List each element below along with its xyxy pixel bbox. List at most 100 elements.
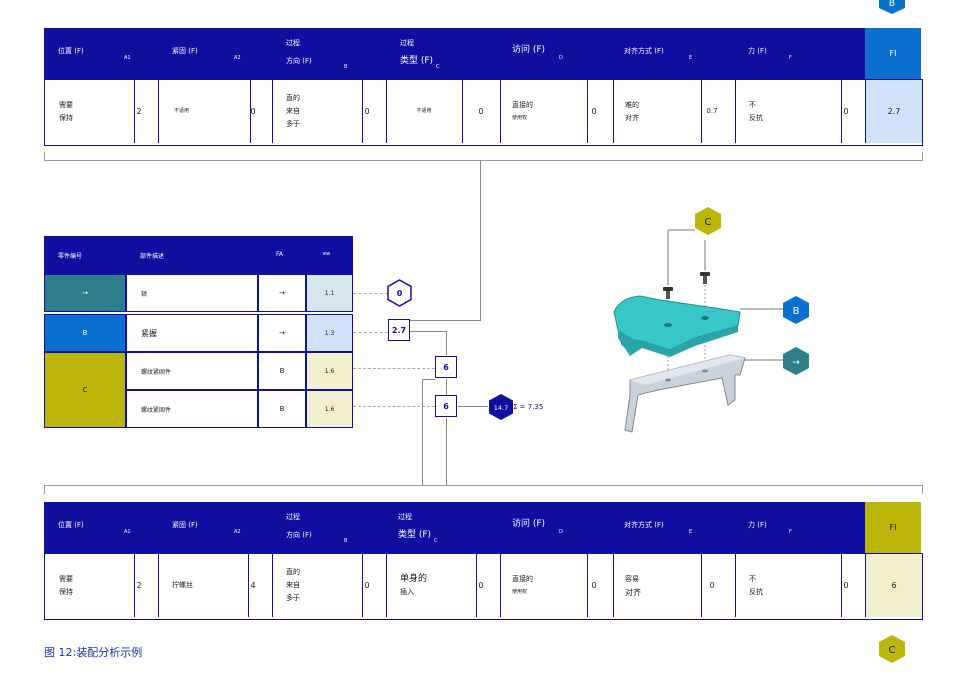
header-grip: 紧固 (F) (172, 47, 198, 55)
dash-row1 (353, 293, 388, 294)
connector-a-b-v (446, 331, 447, 355)
top-table-header: 位置 (F) A1 紧固 (F) A2 过程方向 (F) B 过程类型 (F) … (44, 28, 865, 79)
hex-result: 14.7 (489, 394, 513, 420)
diagram-badge-b-label: B (793, 306, 800, 317)
parts-row: → 顿 → 1.1 (44, 274, 353, 312)
top-fi-value: 2.7 (866, 80, 922, 143)
parts-row: B 紧握 → 1.3 (44, 314, 353, 352)
part-id-cell-c: C (44, 352, 126, 428)
bottom-fi-value: 6 (866, 554, 922, 617)
parts-row: 螺纹紧固件 B 1.6 (44, 352, 353, 390)
header-force: 力 (F) (748, 47, 767, 55)
header-a2: A2 (234, 529, 241, 535)
assembly-illustration (613, 229, 784, 433)
badge-b-top-right-label: B (889, 0, 895, 9)
hex-node-top-label: 0 (397, 289, 403, 298)
part-fa-cell: B (258, 390, 306, 428)
cell-f: 0 (827, 554, 866, 617)
header-f: F (789, 55, 792, 61)
top-table-body: 需要保持 2 不适用 0 直的来自多于 0 不适用 0 直接的使用权 0 难的对… (44, 79, 923, 146)
header-e: E (689, 529, 693, 535)
diagram-badge-c-label: C (705, 217, 712, 228)
header-position: 位置 (F) (58, 47, 84, 55)
grip-part (613, 295, 741, 357)
bracket-part (624, 354, 746, 433)
part-val-cell: 1.6 (306, 390, 353, 428)
cell-type: 不适用 (386, 80, 463, 143)
cell-e: 0 (689, 554, 736, 617)
parts-header-desc: 部件描述 (140, 253, 165, 260)
cell-e: 0.7 (689, 80, 736, 143)
parts-table-header: 零件编号 部件描述 FA ew (44, 236, 353, 274)
cell-align: 难的对齐 (613, 80, 702, 143)
part-fa-cell: B (258, 352, 306, 390)
diagram-badge-c: C (695, 207, 721, 235)
connector-b-c (446, 379, 447, 395)
screw-icon (700, 272, 710, 284)
bottom-factor-table: 位置 (F) A1 紧固 (F) A2 过程方向 (F) B 过程类型 (F) … (44, 502, 923, 620)
hex-node-top: 0 (387, 279, 412, 307)
header-b: B (344, 538, 348, 544)
cell-force: 不反抗 (735, 80, 842, 143)
cell-c: 0 (462, 554, 501, 617)
part-desc-cell: 紧握 (126, 314, 258, 352)
part-id-cell: B (44, 314, 126, 352)
header-a1: A1 (124, 55, 131, 61)
dash-row2 (353, 332, 388, 333)
header-f: F (789, 529, 792, 535)
header-e: E (689, 55, 693, 61)
header-c: C (434, 538, 438, 544)
parts-row: 螺纹紧固件 B 1.6 (44, 390, 353, 428)
screw-icon (663, 287, 673, 299)
part-desc-cell: 螺纹紧固件 (126, 390, 258, 428)
cell-type: 单身的插入 (386, 554, 477, 617)
part-val-cell: 1.3 (306, 314, 353, 352)
cell-f: 0 (827, 80, 866, 143)
cell-d: 0 (575, 554, 614, 617)
header-a1: A1 (124, 529, 131, 535)
cell-b: 0 (348, 554, 387, 617)
badge-c-bottom-right-label: C (889, 645, 896, 656)
cell-c: 0 (462, 80, 501, 143)
cell-b: 0 (348, 80, 387, 143)
cell-a2: 0 (234, 80, 273, 143)
header-align: 对齐方式 (F) (624, 47, 664, 55)
badge-b-top-right: B (879, 0, 905, 14)
part-val-cell: 1.1 (306, 274, 353, 312)
header-b: B (344, 64, 348, 70)
top-fi-header: FI (865, 28, 921, 79)
part-id-cell: → (44, 274, 126, 312)
header-grip: 紧固 (F) (172, 521, 198, 529)
cell-a2: 4 (234, 554, 273, 617)
connector-b-bottom-h (422, 379, 435, 380)
header-force: 力 (F) (748, 521, 767, 529)
header-process-type: 过程类型 (F) (400, 39, 434, 66)
part-desc-cell: 顿 (126, 274, 258, 312)
node-box-b: 6 (435, 356, 457, 378)
connector-top (480, 160, 481, 320)
header-access: 访问 (F) (512, 45, 546, 55)
cell-a1: 2 (120, 80, 159, 143)
header-d: D (559, 55, 563, 61)
part-fa-cell: → (258, 274, 306, 312)
connector-c-bottom (446, 418, 447, 485)
header-a2: A2 (234, 55, 241, 61)
cell-d: 0 (575, 80, 614, 143)
header-access: 访问 (F) (512, 519, 546, 529)
top-factor-table: 位置 (F) A1 紧固 (F) A2 过程方向 (F) B 过程类型 (F) … (44, 28, 923, 146)
header-align: 对齐方式 (F) (624, 521, 664, 529)
cell-access: 直接的使用权 (500, 80, 588, 143)
connector-top-h (410, 320, 481, 321)
connector-c-res (458, 406, 488, 407)
dash-row3 (353, 368, 435, 369)
header-process-dir: 过程方向 (F) (286, 39, 312, 65)
cell-position: 需要保持 (45, 554, 135, 617)
connector-b-bottom (422, 379, 423, 485)
cell-grip: 不适用 (158, 80, 251, 143)
bottom-fi-header: FI (865, 502, 921, 553)
header-process-type: 过程类型 (F) (398, 513, 432, 540)
cell-align: 容易对齐 (613, 554, 702, 617)
cell-access: 直接的使用权 (500, 554, 588, 617)
parts-header-col4: ew (323, 251, 331, 257)
parts-header-part-no: 零件编号 (58, 253, 83, 260)
